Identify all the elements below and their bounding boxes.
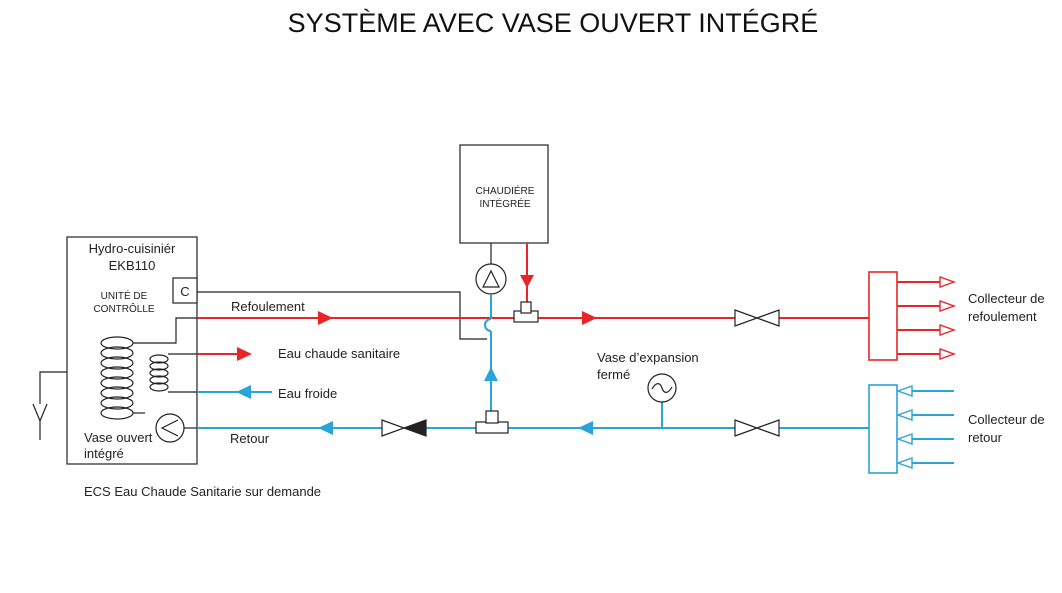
return-arrow-icon-2	[578, 421, 593, 435]
supply-arrow-icon-2	[582, 311, 597, 325]
return-manifold	[868, 384, 954, 474]
expansion-vessel-wave-icon	[651, 383, 673, 393]
hot-water-arrow-icon	[237, 347, 252, 361]
return-label: Retour	[230, 431, 270, 446]
supply-manifold-label: Collecteur de	[968, 291, 1045, 306]
supply-line	[197, 243, 869, 361]
internal-supply-line	[133, 317, 197, 344]
supply-manifold	[868, 271, 957, 361]
diagram-title: SYSTÈME AVEC VASE OUVERT INTÉGRÉ	[288, 8, 819, 38]
bypass-arrow-icon	[484, 367, 498, 381]
dhw-coil-icon	[149, 354, 169, 392]
return-line	[197, 295, 869, 435]
appliance-unit: Hydro-cuisiniér EKB110 UNITÉ DE CONTRÔLL…	[66, 236, 487, 465]
control-unit-label-2: CONTRÔLLE	[93, 302, 154, 315]
supply-label: Refoulement	[231, 299, 305, 314]
open-vessel-label-2: intégré	[84, 446, 124, 461]
cold-water-arrow-icon	[236, 385, 251, 399]
return-manifold-label-2: retour	[968, 430, 1003, 445]
supply-valve-icon	[734, 309, 780, 327]
expansion-vessel-label-2: fermé	[597, 367, 630, 382]
cold-water-label: Eau froide	[278, 386, 337, 401]
appliance-name: Hydro-cuisiniér	[89, 241, 176, 256]
control-unit-letter: C	[180, 284, 189, 299]
boiler-supply-arrow-icon	[520, 275, 534, 288]
integrated-boiler-box	[459, 144, 549, 244]
supply-manifold-label-2: refoulement	[968, 309, 1037, 324]
return-arrow-icon	[318, 421, 333, 435]
open-vessel-label: Vase ouvert	[84, 430, 153, 445]
overflow-drain-icon	[32, 371, 67, 440]
appliance-pump-arrow-icon	[160, 419, 179, 437]
footnote: ECS Eau Chaude Sanitarie sur demande	[84, 484, 321, 499]
return-valve-icon	[734, 419, 780, 437]
hot-water-label: Eau chaude sanitaire	[278, 346, 400, 361]
supply-tee-fitting-icon	[513, 301, 539, 323]
control-unit-box	[172, 277, 198, 304]
expansion-vessel-label: Vase d’expansion	[597, 350, 699, 365]
boiler-pump-arrow-icon	[482, 269, 500, 288]
control-unit-label: UNITÉ DE	[101, 289, 148, 302]
check-valve-icon	[381, 419, 427, 437]
appliance-pump-icon	[155, 413, 185, 443]
appliance-model: EKB110	[109, 258, 156, 273]
return-manifold-label: Collecteur de	[968, 412, 1045, 427]
supply-arrow-icon	[318, 311, 333, 325]
control-signal-line	[197, 291, 487, 340]
boiler-label-2: INTÉGRÉE	[479, 197, 530, 210]
return-tee-fitting-icon	[475, 410, 509, 434]
boiler-label: CHAUDIÉRE	[476, 184, 535, 197]
